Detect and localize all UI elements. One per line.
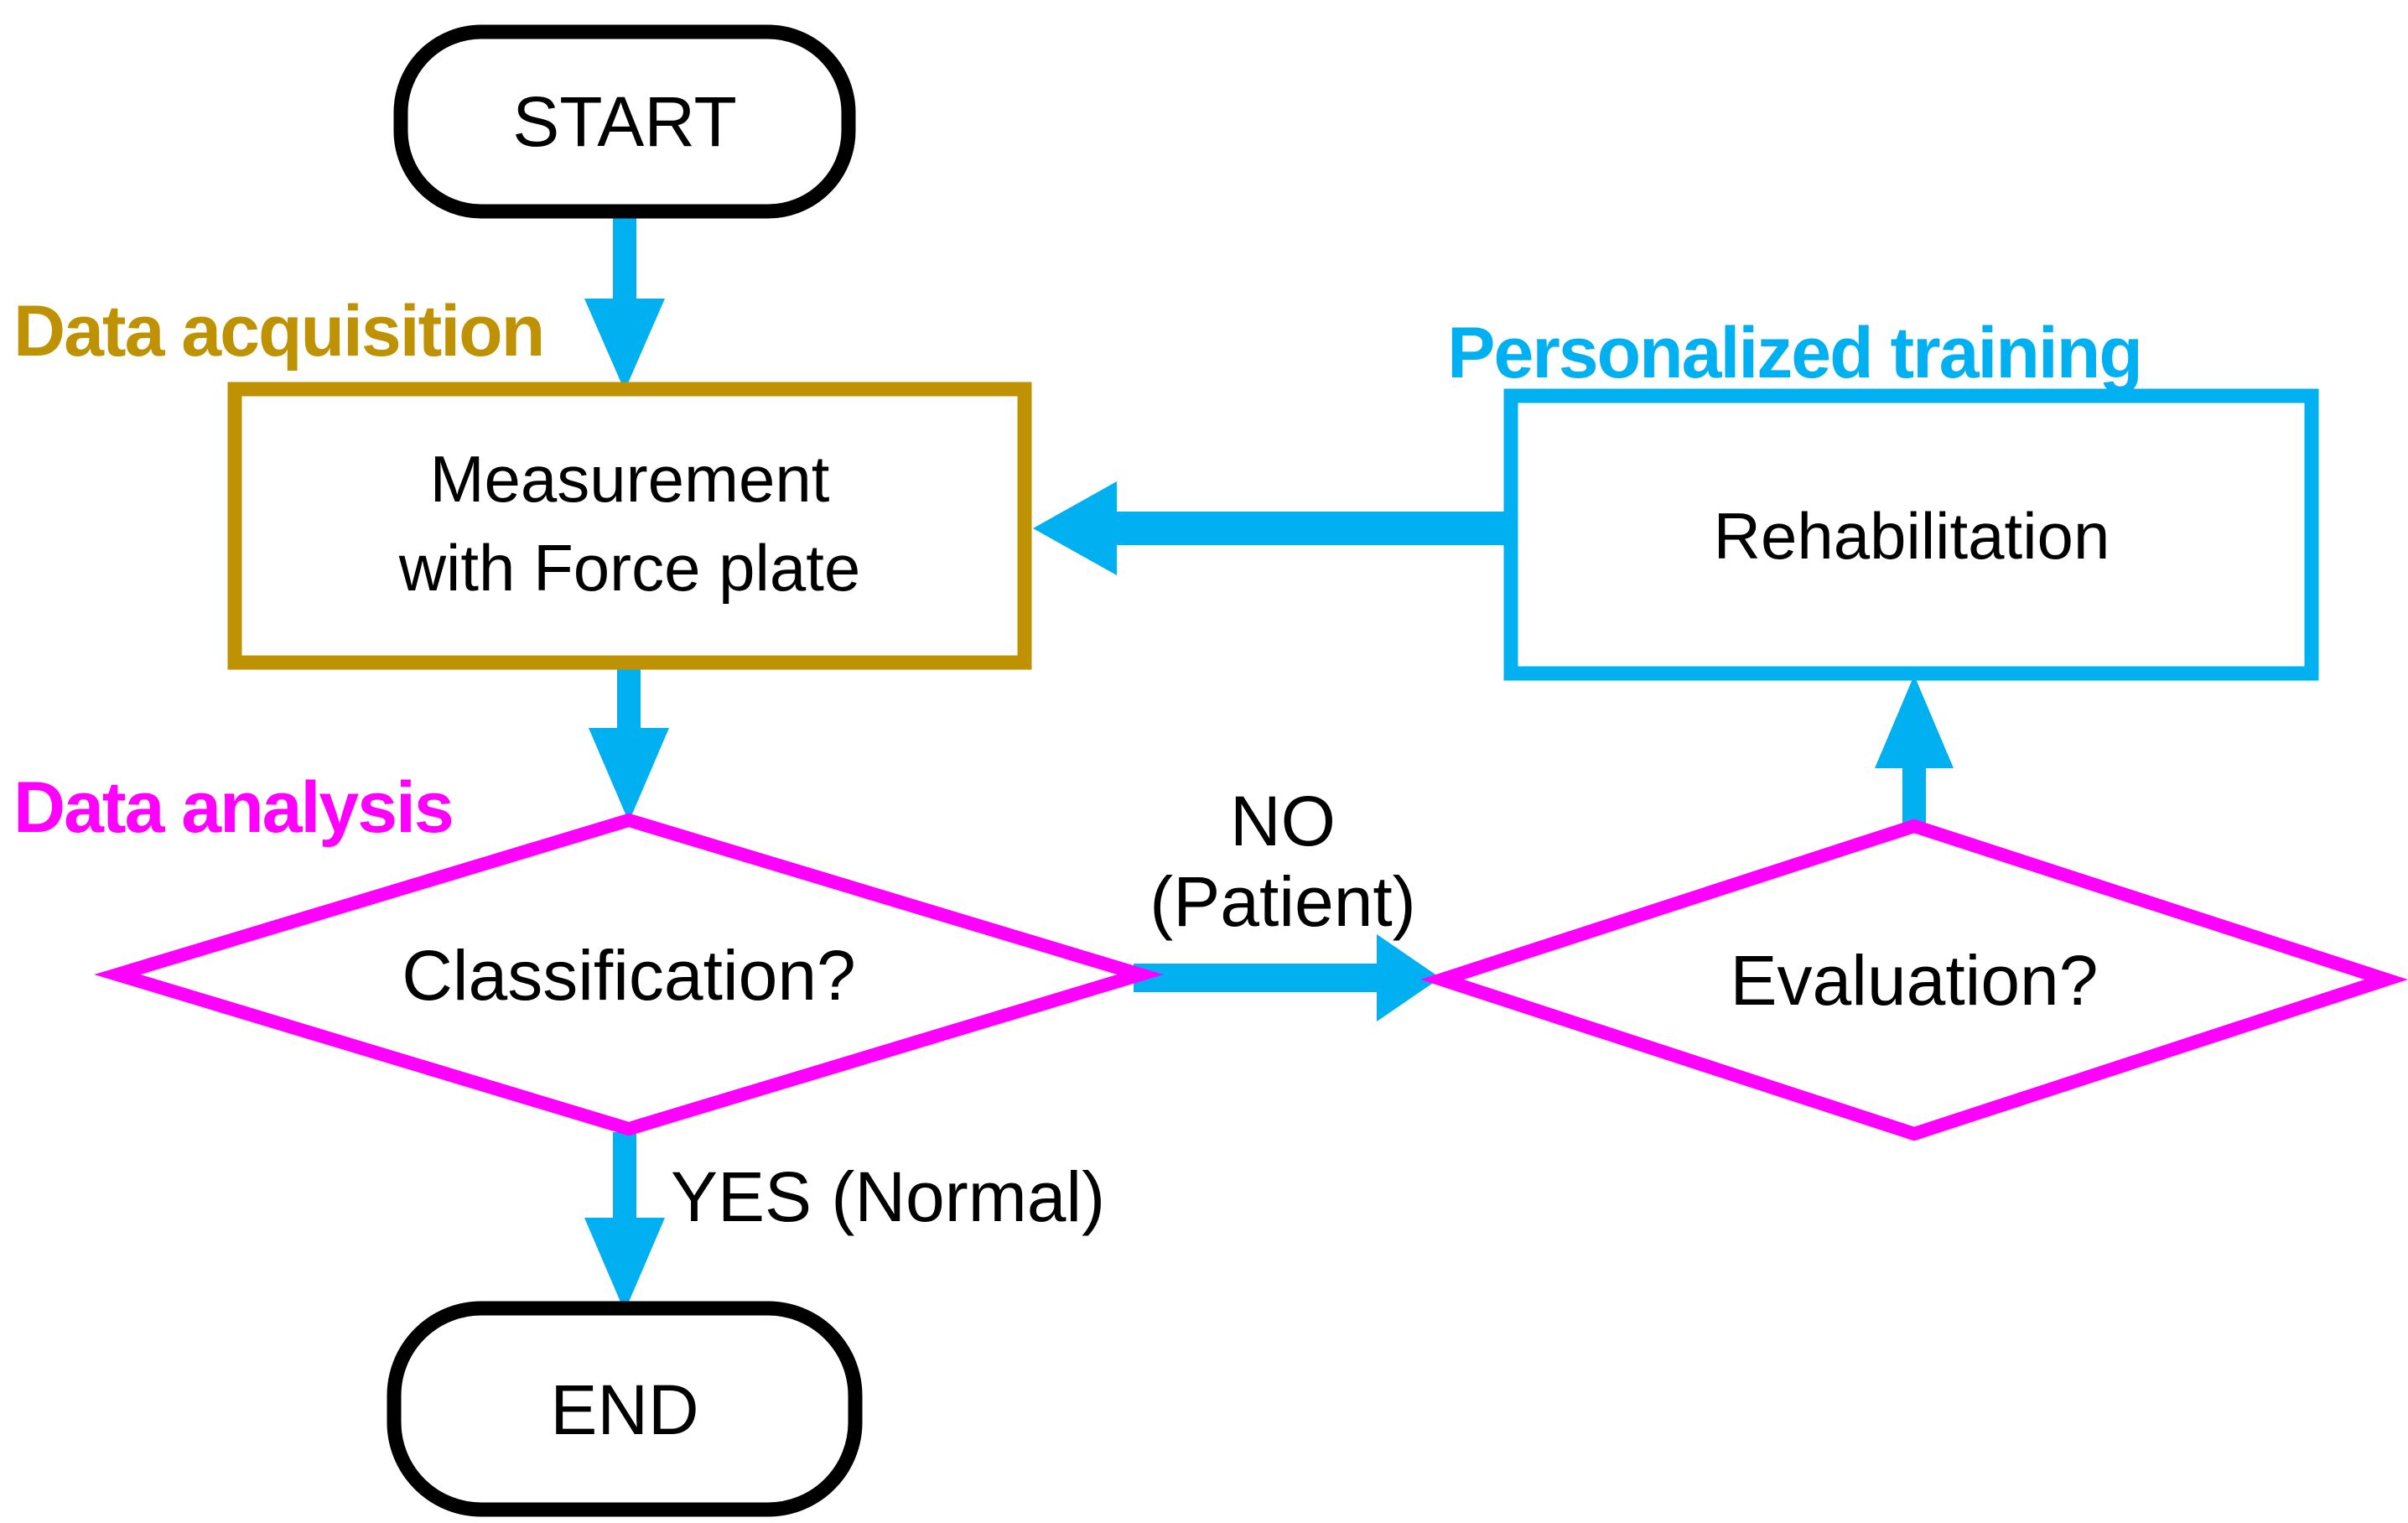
classification-diamond [94, 813, 1164, 1136]
rehabilitation-box [1503, 388, 2319, 681]
arrow-classification-to-evaluation [1134, 934, 1440, 1021]
section-label-personalized-training: Personalized training [1447, 313, 2141, 393]
arrow-measurement-to-classification [589, 666, 669, 822]
edge-label-no-line1: NO [1230, 782, 1336, 860]
arrow-classification-to-end [584, 1132, 665, 1312]
section-label-data-analysis: Data analysis [13, 767, 453, 848]
measurement-label-line2: with Force plate [398, 531, 861, 605]
classification-label: Classification? [402, 936, 856, 1015]
measurement-label-line1: Measurement [430, 442, 830, 516]
section-label-data-acquisition: Data acquisition [13, 291, 543, 372]
arrow-rehabilitation-to-measurement [1033, 481, 1509, 575]
edge-label-yes: YES (Normal) [671, 1157, 1105, 1236]
start-node [393, 24, 856, 219]
evaluation-label: Evaluation? [1731, 941, 2099, 1020]
arrow-evaluation-to-rehabilitation [1875, 675, 1954, 829]
measurement-box [227, 382, 1032, 670]
start-label: START [512, 82, 737, 161]
evaluation-diamond [1420, 819, 2408, 1141]
end-label: END [550, 1370, 698, 1449]
rehabilitation-label: Rehabilitation [1714, 499, 2110, 573]
end-node [387, 1301, 863, 1517]
arrow-start-to-measurement [584, 215, 665, 391]
edge-label-no-line2: (Patient) [1150, 862, 1415, 941]
